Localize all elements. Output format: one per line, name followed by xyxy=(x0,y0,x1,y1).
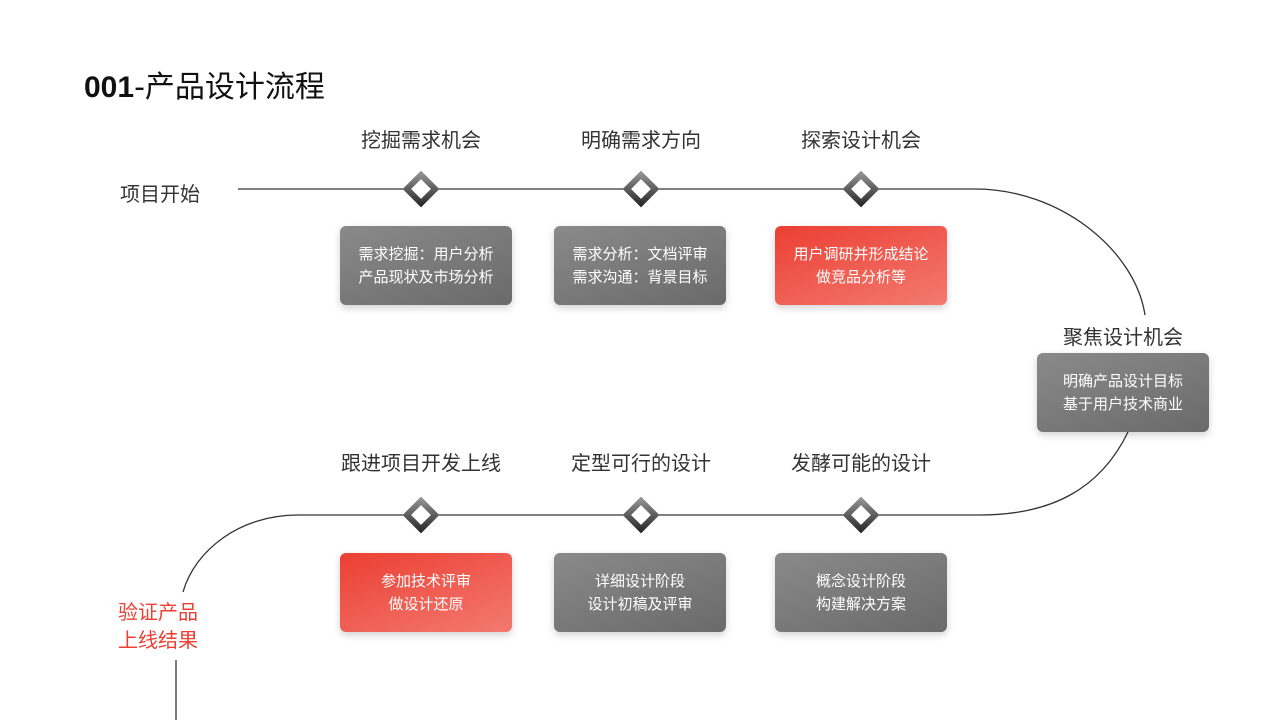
step-label: 跟进项目开发上线 xyxy=(341,451,501,475)
page-title: 001-产品设计流程 xyxy=(84,70,325,105)
step-box-highlight: 用户调研并形成结论做竞品分析等 xyxy=(775,226,947,305)
end-label: 验证产品上线结果 xyxy=(118,600,198,652)
step-box: 概念设计阶段构建解决方案 xyxy=(775,553,947,632)
step-box: 详细设计阶段设计初稿及评审 xyxy=(554,553,726,632)
step-label: 探索设计机会 xyxy=(801,128,921,152)
start-label: 项目开始 xyxy=(120,182,200,206)
step-box: 需求分析：文档评审需求沟通：背景目标 xyxy=(554,226,726,305)
step-label: 定型可行的设计 xyxy=(571,451,711,475)
step-box: 明确产品设计目标基于用户技术商业 xyxy=(1037,353,1209,432)
step-label: 发酵可能的设计 xyxy=(791,451,931,475)
step-label: 聚焦设计机会 xyxy=(1063,325,1183,349)
step-label: 挖掘需求机会 xyxy=(361,128,481,152)
step-box: 需求挖掘：用户分析产品现状及市场分析 xyxy=(340,226,512,305)
step-label: 明确需求方向 xyxy=(581,128,701,152)
step-box-highlight: 参加技术评审做设计还原 xyxy=(340,553,512,632)
